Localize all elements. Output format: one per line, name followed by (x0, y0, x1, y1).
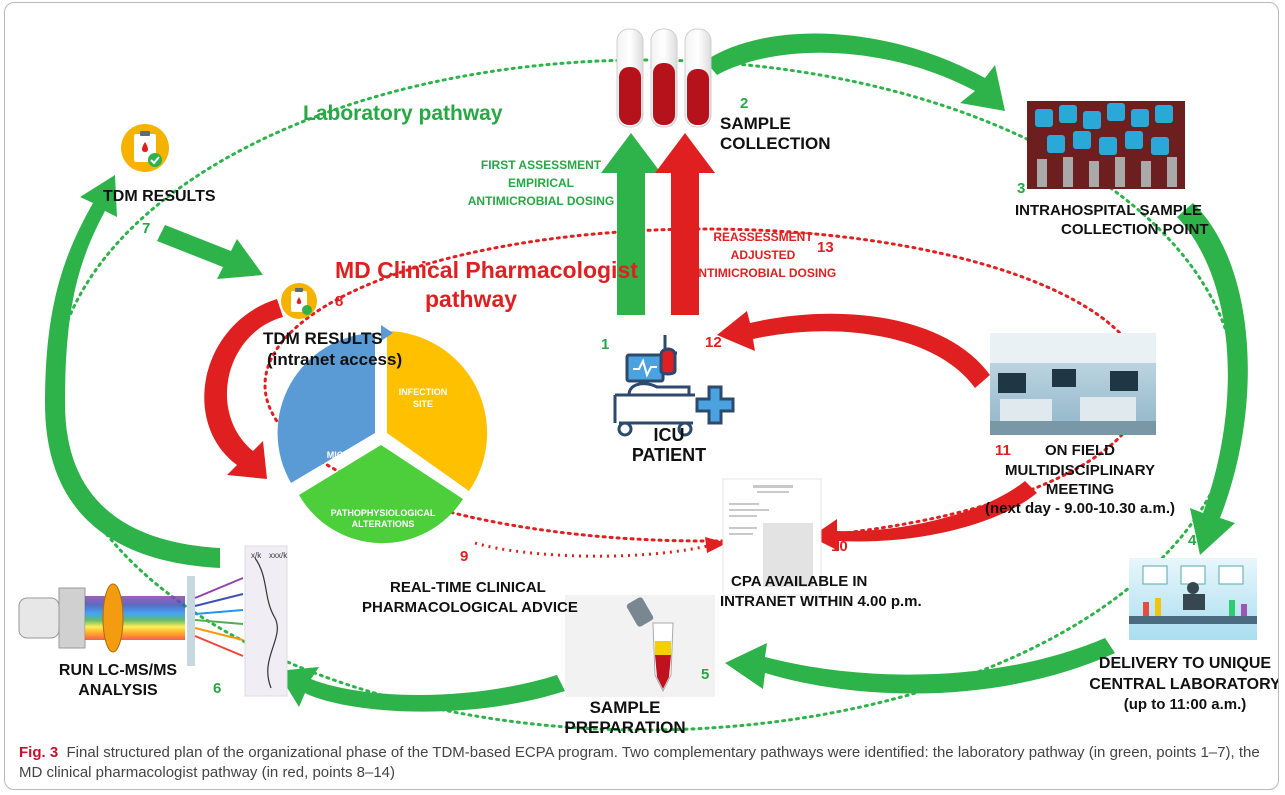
run-analysis-line1: RUN LC-MS/MS (59, 662, 178, 679)
icu-patient-line2: PATIENT (632, 445, 706, 465)
sample-prep-line2: PREPARATION (564, 718, 685, 737)
md-pathway-label-line2: pathway (425, 286, 517, 312)
icu-patient-line1: ICU (654, 425, 685, 445)
icu-patient-icon (613, 335, 735, 437)
pie-slice-pathophysiological (299, 445, 463, 544)
step-13-number: 13 (817, 239, 834, 256)
pie-label-infection-1: INFECTION (399, 387, 448, 397)
caption-text: Final structured plan of the organizatio… (19, 744, 1260, 781)
caption-figure-number: Fig. 3 (19, 744, 59, 761)
arrow-collection-to-delivery (1177, 203, 1248, 555)
spectrum-label-b: xxx/k (269, 551, 288, 560)
realtime-advice-line1: REAL-TIME CLINICAL (390, 579, 546, 596)
sample-preparation-image (565, 595, 715, 697)
hospital-room-image (990, 333, 1156, 435)
pie-label-infection-2: SITE (413, 399, 433, 409)
blood-tubes-image (616, 28, 712, 128)
arrow-delivery-to-preparation (725, 638, 1115, 694)
intrahospital-line2: COLLECTION POINT (1061, 221, 1209, 238)
arrow-reassessment (655, 133, 715, 315)
reassessment-line3: ANTIMICROBIAL DOSING (690, 266, 836, 280)
figure-frame: Laboratory pathway MD Clinical Pharmacol… (4, 2, 1279, 790)
pie-label-mic: MIC (327, 450, 344, 460)
tdm-results-icon-7 (121, 124, 169, 172)
field-meeting-line2: MULTIDISCIPLINARY (1005, 462, 1155, 479)
delivery-line3: (up to 11:00 a.m.) (1124, 696, 1247, 713)
reassessment-line2: ADJUSTED (731, 248, 796, 262)
reassessment-line1: REASSESSMENT (713, 230, 813, 244)
lcms-instrument-image (18, 545, 288, 697)
intrahospital-line1: INTRAHOSPITAL SAMPLE (1015, 202, 1202, 219)
step-11-number: 11 (995, 442, 1011, 459)
arrow-meeting-to-icu (717, 311, 990, 388)
realtime-advice-line2: PHARMACOLOGICAL ADVICE (362, 599, 578, 616)
arrow-cpa-head (705, 537, 727, 553)
md-pathway-label-line1: MD Clinical Pharmacologist (335, 257, 638, 283)
pie-label-patho-2: ALTERATIONS (352, 519, 415, 529)
arrow-results7-to-results8 (157, 225, 263, 279)
step-10-number: 10 (831, 538, 848, 555)
laboratory-pathway-label: Laboratory pathway (303, 102, 503, 125)
arrow-meeting-to-cpa (811, 481, 1037, 551)
sample-collection-line1: SAMPLE (720, 114, 791, 133)
central-laboratory-image (1129, 558, 1257, 640)
field-meeting-line4: (next day - 9.00-10.30 a.m.) (985, 500, 1175, 517)
first-assessment-line1: FIRST ASSESSMENT (481, 158, 602, 172)
step-1-number: 1 (601, 336, 609, 353)
arrow-first-assessment (601, 133, 661, 315)
arrow-analysis-to-results (45, 175, 220, 568)
field-meeting-line1: ON FIELD (1045, 442, 1115, 459)
delivery-line1: DELIVERY TO UNIQUE (1099, 655, 1272, 672)
pie-slice-infection-site (387, 331, 488, 491)
tdm-results-8-label: TDM RESULTS (263, 329, 383, 348)
arrow-cpa-to-advice (474, 541, 721, 558)
sample-collection-line2: COLLECTION (720, 134, 831, 153)
tdm-results-8-sub: (intranet access) (267, 350, 402, 369)
cpa-document-image (722, 478, 822, 596)
step-2-number: 2 (740, 95, 748, 112)
figure-caption: Fig. 3 Final structured plan of the orga… (19, 743, 1264, 783)
pie-slice-mic (277, 333, 375, 483)
sample-prep-line1: SAMPLE (590, 698, 661, 717)
pie-label-patho-1: PATHOPHYSIOLOGICAL (331, 508, 436, 518)
field-meeting-line3: MEETING (1046, 481, 1114, 498)
step-6-number: 6 (213, 680, 221, 697)
cpa-line2: INTRANET WITHIN 4.00 p.m. (720, 593, 922, 610)
tdm-results-7-label: TDM RESULTS (103, 188, 216, 205)
arrow-tubes-to-collection-point (705, 33, 1005, 111)
step-5-number: 5 (701, 666, 709, 683)
advice-pie (277, 325, 488, 544)
step-12-number: 12 (705, 334, 722, 351)
step-7-number: 7 (142, 220, 150, 237)
first-assessment-line3: ANTIMICROBIAL DOSING (468, 194, 614, 208)
step-8-number: 8 (335, 293, 343, 310)
step-3-number: 3 (1017, 180, 1025, 197)
first-assessment-line2: EMPIRICAL (508, 176, 574, 190)
arrow-results8-to-advice (204, 299, 283, 479)
run-analysis-line2: ANALYSIS (78, 682, 158, 699)
arrow-preparation-to-analysis (277, 667, 565, 712)
spectrum-label-a: x/k (251, 551, 262, 560)
delivery-line2: CENTRAL LABORATORY (1089, 676, 1279, 693)
collection-point-image (1027, 101, 1185, 189)
cpa-line1: CPA AVAILABLE IN (731, 573, 867, 590)
step-4-number: 4 (1188, 532, 1197, 549)
tdm-results-icon-8 (281, 283, 317, 319)
step-9-number: 9 (460, 548, 468, 565)
tdm-diagram: Laboratory pathway MD Clinical Pharmacol… (18, 28, 1279, 737)
